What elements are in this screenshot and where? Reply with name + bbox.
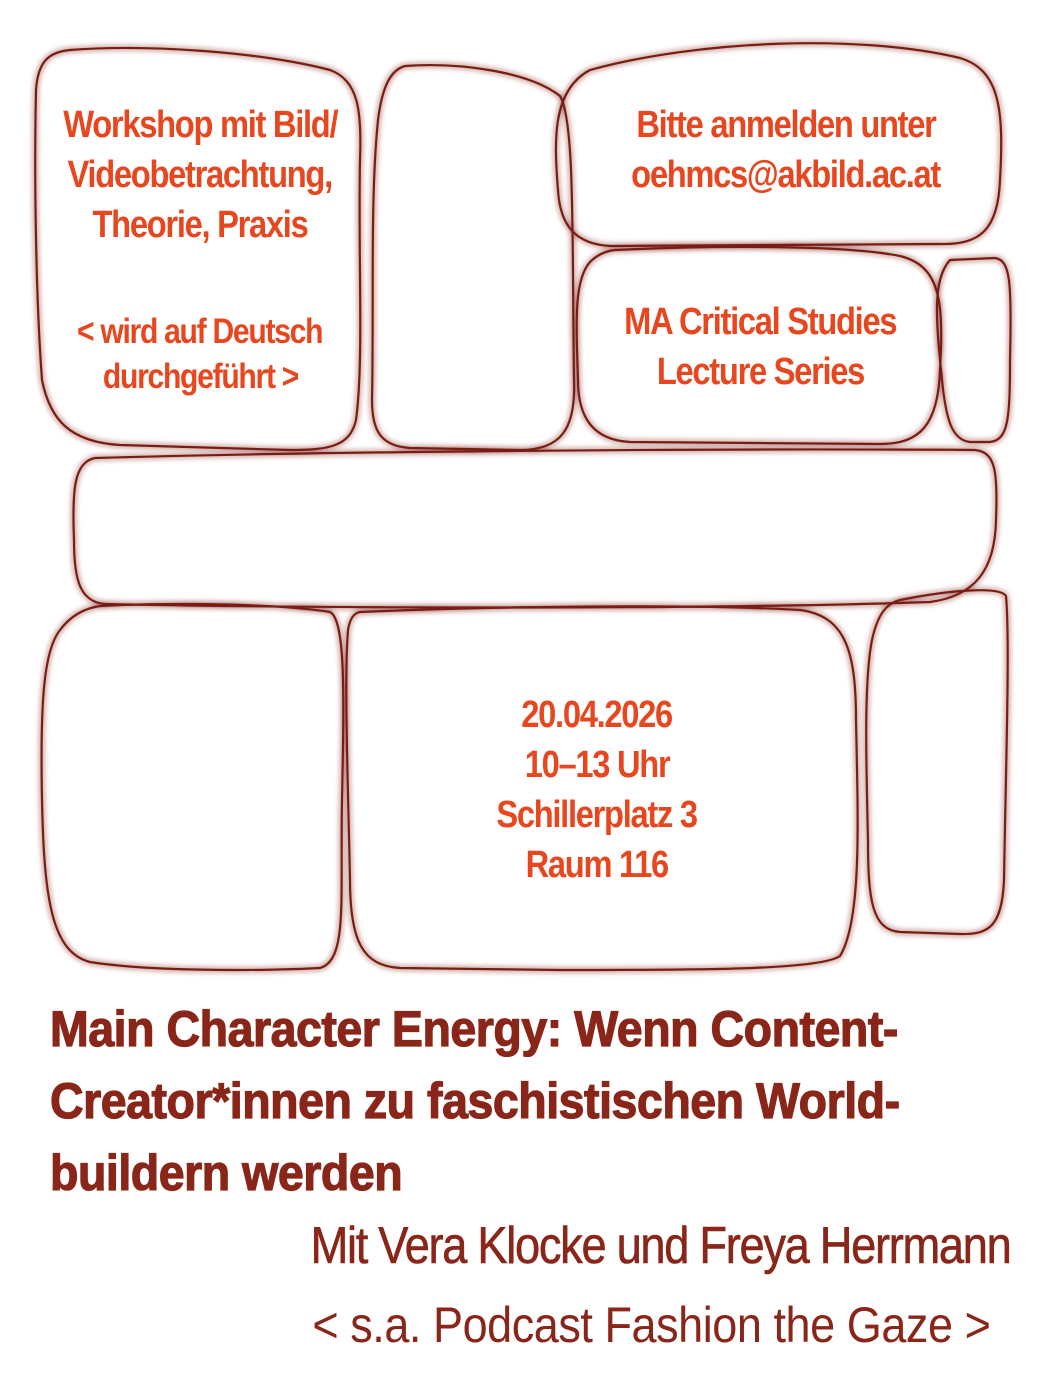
speakers: Mit Vera Klocke und Freya Herrmann — [310, 1217, 1012, 1276]
stone-narrow — [370, 64, 576, 452]
podcast-note: < s.a. Podcast Fashion the Gaze > — [311, 1297, 991, 1353]
title-line-2: Creator*innen zu faschistischen World- — [49, 1072, 900, 1129]
event-room: Raum 116 — [525, 844, 670, 886]
stone-registration — [554, 42, 1003, 248]
stone-bottom-left — [40, 602, 345, 972]
stone-workshop — [34, 46, 362, 452]
workshop-line-3: Theorie, Praxis — [92, 204, 309, 246]
series-line-2: Lecture Series — [656, 351, 864, 393]
language-note-line-2: durchgeführt > — [102, 357, 298, 396]
event-address: Schillerplatz 3 — [496, 794, 699, 836]
registration-email[interactable]: oehmcs@akbild.ac.at — [631, 154, 942, 196]
title-line-3: buildern werden — [49, 1144, 403, 1201]
stone-series — [575, 245, 943, 446]
workshop-line-1: Workshop mit Bild/ — [63, 104, 338, 146]
title-line-1: Main Character Energy: Wenn Content- — [49, 1000, 899, 1057]
event-time: 10–13 Uhr — [524, 744, 671, 786]
registration-label: Bitte anmelden unter — [636, 104, 937, 146]
language-note-line-1: < wird auf Deutsch — [77, 312, 324, 351]
stone-wide — [72, 448, 998, 609]
stone-right — [865, 589, 1009, 936]
workshop-line-2: Videobetrachtung, — [67, 154, 334, 196]
stone-event — [345, 605, 859, 972]
series-line-1: MA Critical Studies — [623, 301, 897, 343]
event-date: 20.04.2026 — [521, 694, 674, 736]
stone-small — [935, 256, 1012, 444]
